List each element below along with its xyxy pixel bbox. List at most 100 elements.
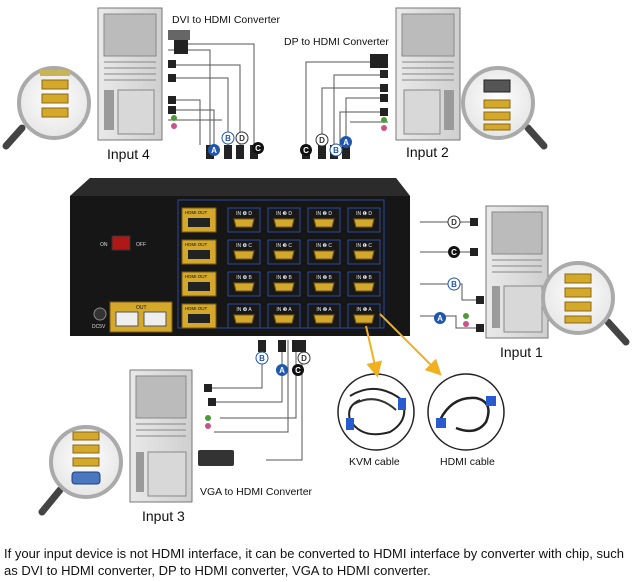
hdmi-in-port: IN ❶ B (347, 271, 381, 297)
dc-label: DC5V (92, 324, 106, 330)
dc-jack (93, 307, 107, 321)
badge-c: C (252, 142, 264, 154)
power-switch[interactable] (111, 235, 131, 251)
vga-converter-label: VGA to HDMI Converter (200, 486, 313, 498)
svg-text:B: B (451, 280, 457, 289)
svg-text:A: A (279, 366, 285, 375)
pc-tower-input1 (485, 205, 549, 339)
cables-input2 (305, 61, 388, 145)
badge-b: B (329, 143, 343, 157)
port-label: IN ❷ D (316, 211, 332, 217)
badge-a: A (208, 144, 220, 156)
magnifier-input1 (541, 261, 630, 346)
magnifier-input4 (2, 66, 91, 150)
input4-label: Input 4 (107, 146, 150, 162)
badge-d: D (235, 131, 249, 145)
port-label: IN ❸ C (276, 243, 292, 249)
svg-text:C: C (303, 146, 309, 155)
badge-c: C (292, 364, 304, 376)
hdmi-in-port: IN ❸ D (267, 207, 301, 233)
magnifier-input3 (38, 425, 123, 516)
usb-out-label: OUT (136, 305, 147, 311)
svg-text:B: B (333, 146, 339, 155)
hdmi-in-port: IN ❷ A (307, 303, 341, 329)
switch-off-label: OFF (136, 242, 146, 248)
hdmi-in-port: IN ❷ C (307, 239, 341, 265)
svg-text:B: B (259, 354, 265, 363)
hdmi-out-label: HDMI OUT (185, 210, 207, 215)
svg-text:D: D (319, 136, 325, 145)
hdmi-in-port: IN ❷ B (307, 271, 341, 297)
switch-on-label: ON (100, 242, 108, 248)
usb-port-1 (115, 311, 139, 327)
input1-label: Input 1 (500, 344, 543, 360)
svg-text:B: B (225, 134, 231, 143)
hdmi-in-port: IN ❶ C (347, 239, 381, 265)
port-label: IN ❹ B (236, 275, 252, 281)
kvm-cable-label: KVM cable (349, 456, 400, 468)
svg-text:D: D (239, 134, 245, 143)
badge-group: A B D C C D B A D C B A B A C D (208, 131, 461, 376)
cables-input3 (210, 340, 303, 461)
hdmi-in-port: IN ❹ A (227, 303, 261, 329)
magnifier-input2 (461, 66, 548, 150)
cables-input4 (168, 43, 255, 145)
kvm-cable-icon (337, 373, 415, 451)
cables-input1 (420, 221, 476, 329)
badge-d: D (447, 215, 461, 229)
dp-converter-label: DP to HDMI Converter (284, 36, 389, 48)
hdmi-out-label: HDMI OUT (185, 306, 207, 311)
badge-a: A (434, 312, 446, 324)
svg-text:D: D (451, 218, 457, 227)
usb-port-2 (143, 311, 167, 327)
badge-b: B (255, 351, 269, 365)
hdmi-out-label: HDMI OUT (185, 274, 207, 279)
port-label: IN ❷ C (316, 243, 332, 249)
arrows (365, 313, 442, 378)
port-label: IN ❸ D (276, 211, 292, 217)
pc-tower-input2 (395, 7, 461, 141)
port-label: IN ❸ B (276, 275, 292, 281)
hdmi-out-port: HDMI OUT (181, 303, 217, 329)
dvi-converter-label: DVI to HDMI Converter (172, 14, 280, 26)
hdmi-cable-label: HDMI cable (440, 456, 495, 468)
port-label: IN ❶ B (356, 275, 372, 281)
hdmi-out-port: HDMI OUT (181, 239, 217, 265)
hdmi-in-port: IN ❶ A (347, 303, 381, 329)
hdmi-out-port: HDMI OUT (181, 207, 217, 233)
svg-text:A: A (343, 138, 349, 147)
hdmi-out-port: HDMI OUT (181, 271, 217, 297)
port-label: IN ❷ B (316, 275, 332, 281)
hdmi-out-label: HDMI OUT (185, 242, 207, 247)
input2-label: Input 2 (406, 144, 449, 160)
pc-tower-input4 (97, 7, 163, 141)
port-label: IN ❹ C (236, 243, 252, 249)
pc-tower-input3 (129, 369, 193, 503)
badge-b: B (221, 131, 235, 145)
hdmi-in-port: IN ❹ C (227, 239, 261, 265)
port-label: IN ❹ D (236, 211, 252, 217)
badge-a: A (276, 364, 288, 376)
badge-a: A (340, 136, 352, 148)
port-label: IN ❸ A (276, 307, 292, 313)
port-label: IN ❶ D (356, 211, 372, 217)
input3-label: Input 3 (142, 508, 185, 524)
caption-text: If your input device is not HDMI interfa… (4, 546, 624, 578)
hdmi-in-port: IN ❶ D (347, 207, 381, 233)
svg-text:C: C (255, 144, 261, 153)
hdmi-in-port: IN ❸ A (267, 303, 301, 329)
badge-c: C (448, 246, 460, 258)
svg-text:A: A (211, 146, 217, 155)
svg-text:C: C (451, 248, 457, 257)
hdmi-in-port: IN ❸ C (267, 239, 301, 265)
svg-text:C: C (295, 366, 301, 375)
hdmi-in-port: IN ❹ D (227, 207, 261, 233)
hdmi-in-port: IN ❹ B (227, 271, 261, 297)
svg-text:D: D (301, 354, 307, 363)
port-grid: HDMI OUT IN ❹ D IN ❸ D IN ❷ D IN ❶ D HDMI OUT… (181, 207, 381, 329)
hdmi-cable-icon (427, 373, 505, 451)
badge-c: C (300, 144, 312, 156)
badge-b: B (447, 277, 461, 291)
badge-d: D (297, 351, 311, 365)
